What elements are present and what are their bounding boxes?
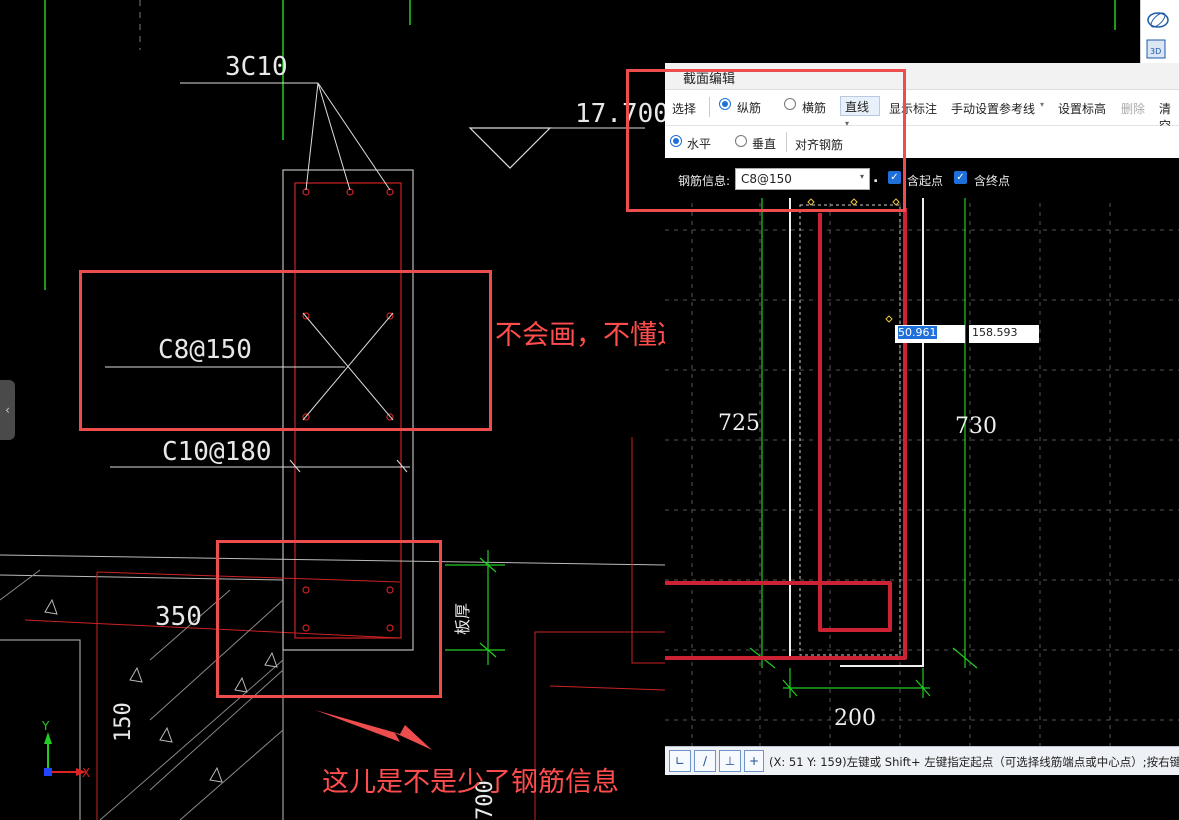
slant-line-icon[interactable]: ∕ bbox=[694, 750, 716, 772]
set-elevation-button[interactable]: 设置标高 bbox=[1058, 102, 1107, 116]
section-edit-dialog: 截面编辑 选择 纵筋 横筋 直线 ▾ 显示标注 手动设置参考线 ▾ 设置标高 删… bbox=[665, 63, 1179, 820]
rebar-info-label: 钢筋信息: bbox=[678, 174, 731, 188]
radio-transverse[interactable] bbox=[784, 98, 796, 110]
section-canvas[interactable]: 725 730 200 bbox=[665, 158, 1179, 746]
view-icons: 3D bbox=[1146, 11, 1169, 59]
rebar-info-value: C8@150 bbox=[741, 172, 792, 186]
manual-ref-line-button[interactable]: 手动设置参考线 bbox=[951, 102, 1036, 116]
axis-y-label: Y bbox=[41, 719, 50, 733]
view-3d-icon[interactable]: 3D bbox=[1146, 39, 1166, 59]
toolbar-primary: 选择 纵筋 横筋 直线 ▾ 显示标注 手动设置参考线 ▾ 设置标高 删除 清空 bbox=[665, 90, 1179, 133]
dim-left: 725 bbox=[718, 411, 760, 436]
rebar-info-dot: . bbox=[873, 170, 879, 186]
select-button[interactable]: 选择 bbox=[672, 102, 697, 116]
annotation-question-missing: 这儿是不是少了钢筋信息 bbox=[322, 767, 619, 798]
highlight-box-missing bbox=[216, 540, 442, 698]
radio-transverse-label[interactable]: 横筋 bbox=[802, 101, 827, 115]
delete-button[interactable]: 删除 bbox=[1121, 102, 1146, 116]
label-stirrup-a: C8@150 bbox=[158, 335, 252, 365]
add-point-icon[interactable]: + bbox=[744, 750, 764, 772]
radio-horizontal[interactable] bbox=[670, 135, 682, 147]
toolbar-secondary: 水平 垂直 对齐钢筋 bbox=[665, 126, 1179, 158]
show-labels-button[interactable]: 显示标注 bbox=[889, 102, 938, 116]
ortho-corner-icon[interactable]: ∟ bbox=[669, 750, 691, 772]
coord-x-value: 50.961 bbox=[898, 326, 937, 339]
coord-x-input[interactable]: 50.961 bbox=[895, 325, 965, 343]
include-end-checkbox[interactable]: ✓ bbox=[954, 171, 967, 184]
chevron-down-icon: ▾ bbox=[859, 172, 864, 181]
coord-y-value: 158.593 bbox=[972, 326, 1018, 339]
rebar-info-select[interactable]: C8@150 ▾ bbox=[735, 168, 870, 190]
toolbar-separator bbox=[786, 132, 787, 152]
toolbar-separator bbox=[709, 97, 710, 117]
include-start-checkbox[interactable]: ✓ bbox=[888, 171, 901, 184]
label-slab-thickness: 350 bbox=[155, 602, 202, 632]
status-bar: ∟ ∕ ⊥ + (X: 51 Y: 159)左键或 Shift+ 左键指定起点（… bbox=[665, 746, 1179, 775]
view-3d-label: 3D bbox=[1150, 47, 1161, 56]
label-dim-150: 150 bbox=[111, 702, 136, 742]
coord-y-input[interactable]: 158.593 bbox=[969, 325, 1039, 343]
label-top-rebar: 3C10 bbox=[225, 52, 288, 82]
perpendicular-icon[interactable]: ⊥ bbox=[719, 750, 741, 772]
include-start-label[interactable]: 含起点 bbox=[907, 174, 944, 188]
highlight-box-x bbox=[79, 270, 492, 431]
rebar-info-row: 钢筋信息: C8@150 ▾ . ✓ 含起点 ✓ 含终点 bbox=[665, 158, 1179, 198]
radio-longitudinal-label[interactable]: 纵筋 bbox=[737, 101, 762, 115]
radio-longitudinal[interactable] bbox=[719, 98, 731, 110]
align-rebar-button[interactable]: 对齐钢筋 bbox=[795, 138, 844, 152]
radio-horizontal-label[interactable]: 水平 bbox=[687, 137, 712, 151]
dim-right: 730 bbox=[955, 414, 997, 439]
dialog-titlebar[interactable]: 截面编辑 bbox=[665, 63, 1179, 90]
line-type-dropdown[interactable]: 直线 ▾ bbox=[840, 96, 880, 128]
dim-bottom: 200 bbox=[834, 706, 876, 731]
orbit-icon[interactable] bbox=[1147, 11, 1169, 29]
collapse-left-tab[interactable]: ‹ bbox=[0, 380, 15, 440]
label-stirrup-b: C10@180 bbox=[162, 437, 272, 467]
label-vertical-text: 板厚 bbox=[453, 603, 472, 635]
view-panel: 3D bbox=[1140, 0, 1179, 63]
dialog-title: 截面编辑 bbox=[683, 72, 736, 87]
axis-x-label: X bbox=[82, 766, 90, 780]
include-end-label[interactable]: 含终点 bbox=[974, 174, 1011, 188]
chevron-down-icon: ▾ bbox=[1040, 100, 1045, 109]
radio-vertical-label[interactable]: 垂直 bbox=[752, 137, 777, 151]
label-dim-700: 700 bbox=[473, 780, 498, 820]
label-elevation: 17.700 bbox=[575, 99, 669, 129]
chevron-down-icon: ▾ bbox=[845, 119, 850, 128]
status-text: (X: 51 Y: 159)左键或 Shift+ 左键指定起点（可选择线筋端点或… bbox=[769, 755, 1179, 769]
highlight-box-toolbar bbox=[626, 69, 906, 212]
line-type-value: 直线 bbox=[845, 100, 870, 114]
radio-vertical[interactable] bbox=[735, 135, 747, 147]
